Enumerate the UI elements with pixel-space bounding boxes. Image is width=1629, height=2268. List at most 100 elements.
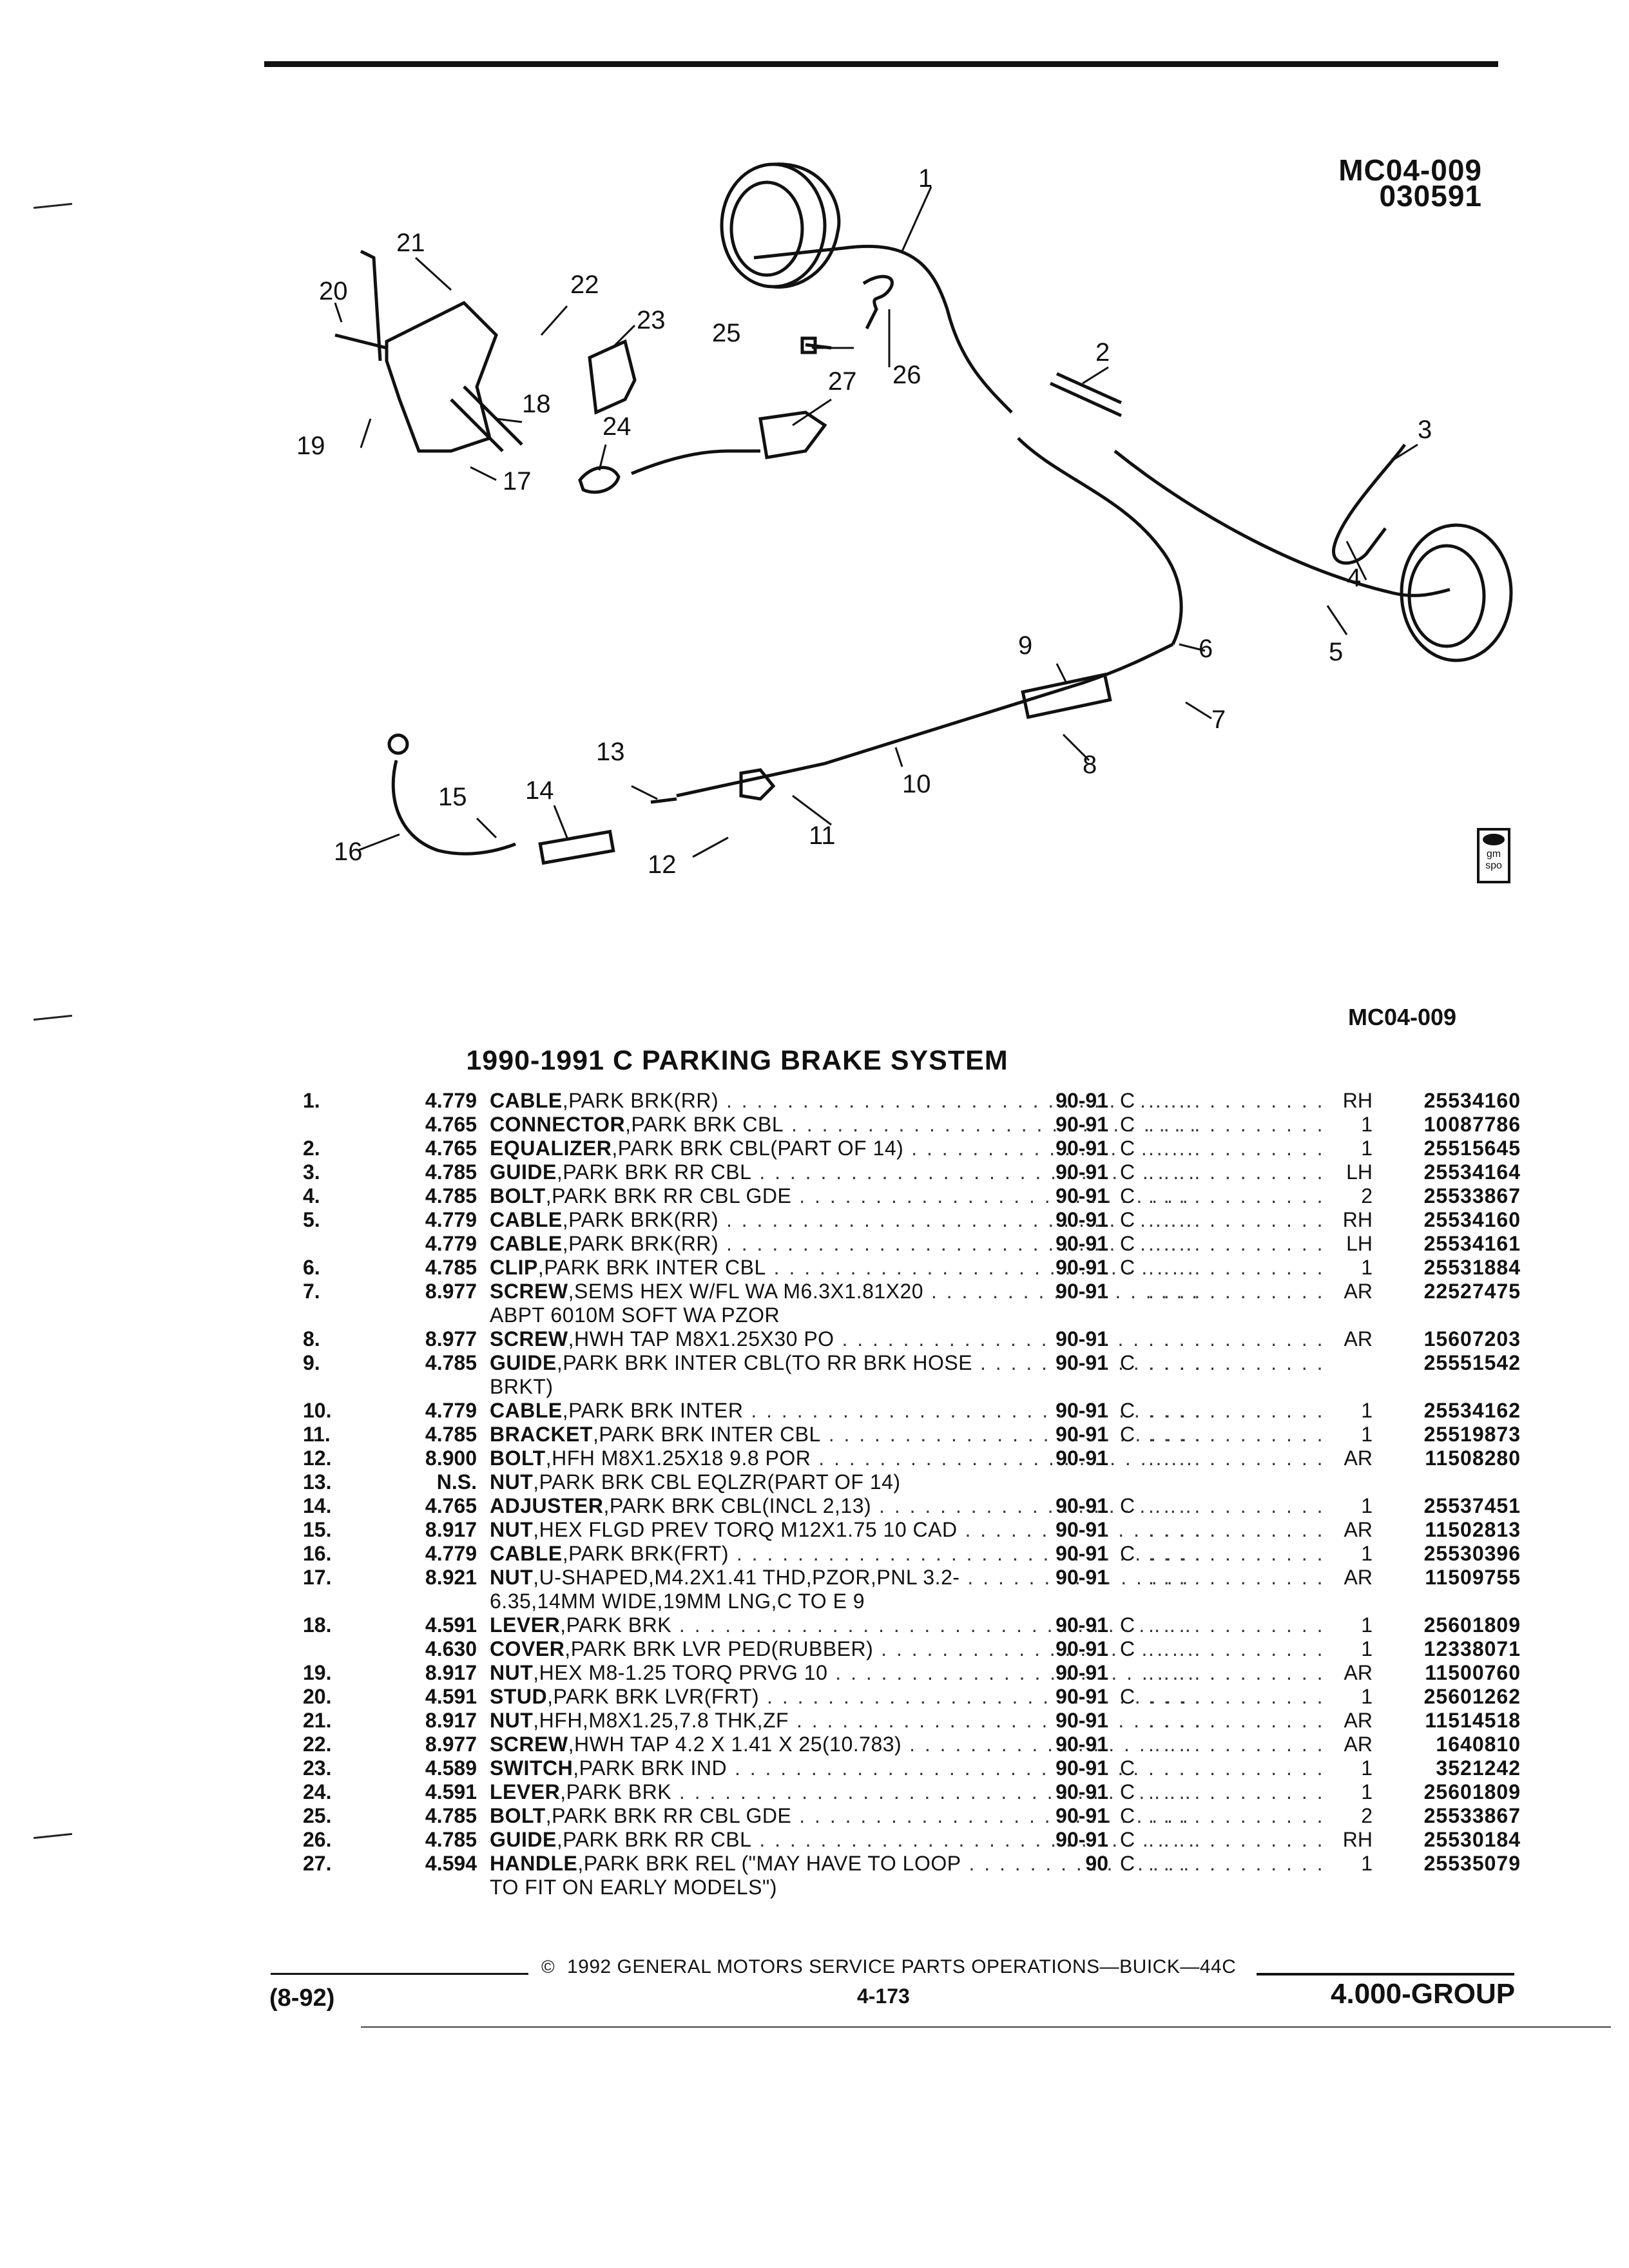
part-number: 25535079 [1423,1852,1521,1875]
part-group-code: 4.765 [425,1137,477,1160]
part-group-code: 8.977 [425,1733,477,1756]
part-group-code: 4.591 [425,1613,477,1637]
page-number: 4-173 [857,1984,910,2008]
part-number: 25601809 [1423,1613,1521,1637]
group-label: 4.000-GROUP [1331,1978,1516,2010]
part-description: SCREW,HWH TAP M8X1.25X30 PO . . . . . . … [490,1327,1199,1351]
part-description-name: CABLE [490,1399,563,1422]
part-quantity: RH [1342,1089,1373,1112]
part-group-code: 8.900 [425,1446,477,1470]
part-description-name: SCREW [490,1280,568,1303]
part-description-detail: ,PARK BRK(RR) [562,1232,719,1255]
part-description-name: NUT [490,1661,534,1684]
callout-15: 15 [438,783,467,811]
leader-dots: . . . . . . . . . . . . . . . . . . . . [1148,1494,1329,1517]
callout-9: 9 [1018,631,1032,660]
part-description-detail: ABPT 6010M SOFT WA PZOR [490,1303,780,1327]
part-group-code: 4.765 [425,1113,477,1136]
part-description: CABLE,PARK BRK(RR) . . . . . . . . . . .… [490,1232,1199,1256]
callout-18: 18 [522,390,551,418]
leader-dots: . . . . . . . . . . . . . . . . . . . . … [980,1351,1199,1374]
part-description-name: HANDLE [490,1852,578,1875]
figure-code-date: 030591 [1379,179,1482,213]
leader-dots: . . . . . . . . . . . . . . . . . . . . [1148,1208,1329,1231]
leader-dots: . . . . . . . . . . . . . . . . . . . . [1148,1351,1329,1374]
part-description: CABLE,PARK BRK(FRT) . . . . . . . . . . … [490,1542,1199,1566]
lever-24 [578,466,621,494]
part-years: 90-91 [1055,1089,1108,1112]
part-years: 90-91 [1055,1804,1108,1827]
part-group-code: 8.977 [425,1280,477,1303]
part-description-detail: ,PARK BRK RR CBL GDE [545,1804,792,1827]
part-number-label: 23. [303,1756,332,1780]
part-number: 25534162 [1423,1399,1521,1422]
part-group-code: 4.785 [425,1423,477,1446]
date-code: (8-92) [269,1984,335,2012]
leader-dots: . . . . . . . . . . . . . . . . . . . . … [773,1256,1199,1279]
leader-dots: . . . . . . . . . . . . . . . . . . . . [1148,1113,1329,1136]
part-number: 1640810 [1436,1733,1521,1756]
part-model: C [1120,1780,1135,1803]
part-quantity: AR [1344,1518,1373,1541]
part-years: 90-91 [1055,1423,1108,1446]
part-number: 25534160 [1423,1089,1521,1112]
part-description-name: GUIDE [490,1828,557,1851]
part-description-name: GUIDE [490,1351,557,1374]
part-description-detail: ,HWH TAP 4.2 X 1.41 X 25(10.783) [568,1733,902,1756]
part-description-detail: ,PARK BRK CBL EQLZR(PART OF 14) [533,1470,901,1494]
part-group-code: 8.921 [425,1566,477,1589]
part-number-label: 9. [303,1351,320,1374]
part-description-name: NUT [490,1566,534,1589]
part-description-detail: ,PARK BRK RR CBL GDE [545,1184,792,1207]
part-quantity: 1 [1361,1137,1373,1160]
part-quantity: 1 [1361,1685,1373,1708]
rear-drum-right-inner [1407,544,1486,648]
part-group-code: 4.785 [425,1256,477,1279]
callout-3: 3 [1418,416,1432,444]
margin-mark [34,1014,72,1021]
part-number-label: 20. [303,1685,332,1708]
leader-dots: . . . . . . . . . . . . . . . . . . . . … [967,1566,1199,1589]
part-number-label: 24. [303,1780,332,1803]
rear-drum-right [1400,523,1513,662]
part-group-code: 8.977 [425,1327,477,1350]
part-number-label: 25. [303,1804,332,1827]
leader-dots: . . . . . . . . . . . . . . . . . . . . [1148,1828,1329,1851]
part-number-label: 22. [303,1733,332,1756]
part-description-name: BOLT [490,1446,546,1470]
leader-dots: . . . . . . . . . . . . . . . . . . . . [1148,1852,1329,1875]
part-description-name: EQUALIZER [490,1137,612,1160]
adjuster-13 [650,797,677,804]
part-description-name: NUT [490,1709,534,1732]
part-number-label: 2. [303,1137,320,1160]
part-group-code: 4.779 [425,1399,477,1422]
leader-dots: . . . . . . . . . . . . . . . . . . . . [1148,1709,1329,1732]
leader-dots: . . . . . . . . . . . . . . . . . . . . [1148,1518,1329,1541]
rear-cable-1 [753,244,1013,414]
footer-rule-right [1257,1973,1514,1975]
part-description: STUD,PARK BRK LVR(FRT) . . . . . . . . .… [490,1685,1199,1709]
leader-dots: . . . . . . . . . . . . . . . . . . . . … [930,1280,1199,1303]
part-quantity: AR [1344,1661,1373,1684]
leader-dots: . . . . . . . . . . . . . . . . . . . . [1148,1327,1329,1350]
part-description-name: ADJUSTER [490,1494,604,1517]
part-number-label: 12. [303,1446,332,1470]
part-years: 90-91 [1055,1613,1108,1637]
leader-dots: . . . . . . . . . . . . . . . . . . . . [1148,1423,1329,1446]
leader-dots: . . . . . . . . . . . . . . . . . . . . [1148,1780,1329,1803]
part-years: 90-91 [1055,1399,1108,1422]
part-number-label: 14. [303,1494,332,1517]
cable-27 [631,449,760,476]
part-number: 15607203 [1423,1327,1521,1350]
part-group-code: 4.785 [425,1184,477,1207]
part-group-code: 4.594 [425,1852,477,1875]
part-description-detail: ,PARK BRK RR CBL [556,1828,752,1851]
callout-23: 23 [637,306,666,334]
